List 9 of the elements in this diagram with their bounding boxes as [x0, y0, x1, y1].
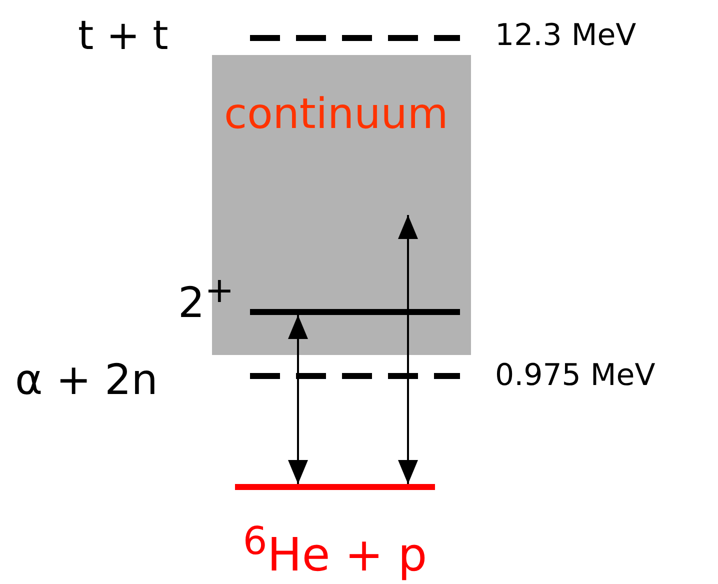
threshold-label: α + 2n	[15, 355, 158, 406]
energy-value: 0.975 MeV	[495, 358, 656, 394]
energy-value: 12.3 MeV	[495, 18, 636, 54]
level-label: $^{6}$He + p	[242, 518, 428, 584]
region-label: continuum	[224, 93, 448, 135]
double-arrow	[398, 215, 418, 484]
level-label: 2$^{+}$	[178, 270, 234, 326]
threshold-label: t + t	[78, 12, 168, 60]
double-arrow	[288, 315, 308, 484]
